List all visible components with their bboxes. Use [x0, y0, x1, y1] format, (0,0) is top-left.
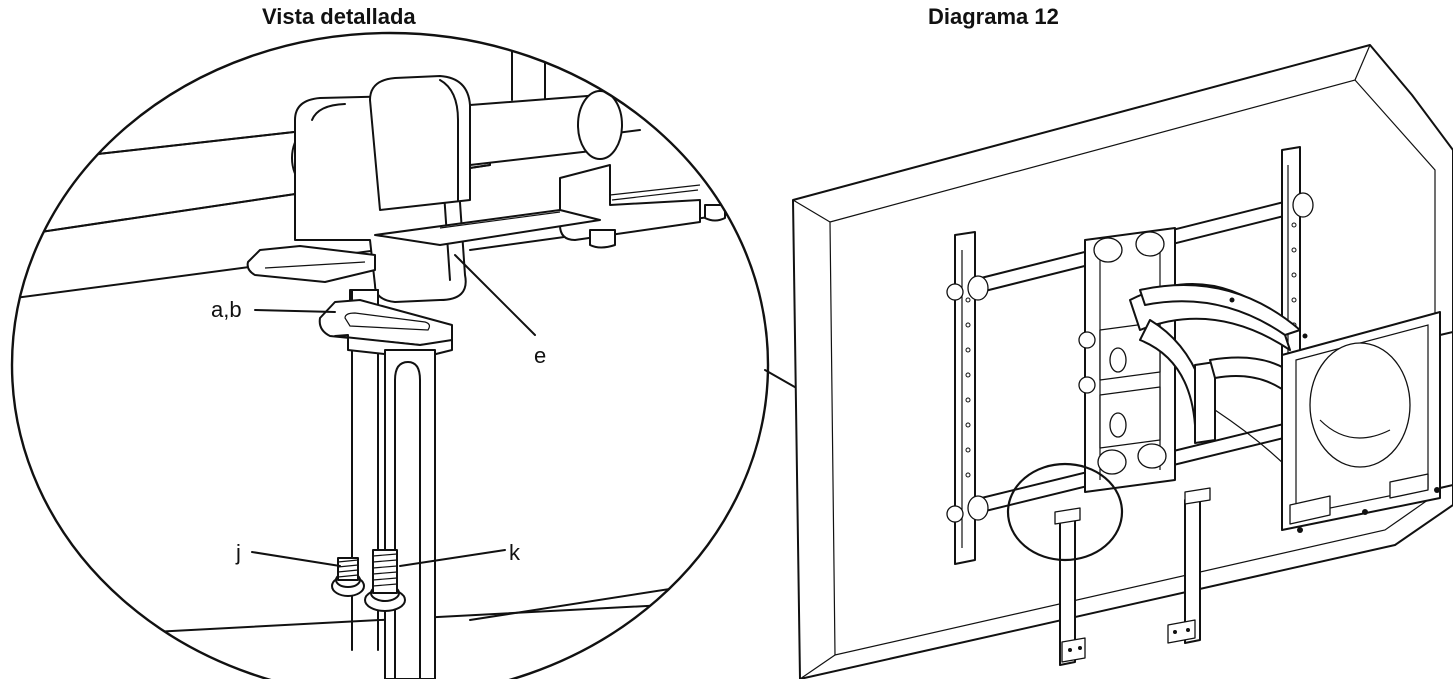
- detail-highlight-circle: [1006, 462, 1124, 562]
- tv-mount-diagram: [792, 44, 1453, 679]
- detail-view-title: Vista detallada: [262, 4, 416, 29]
- callout-j: j: [235, 540, 241, 565]
- detail-view: e a,b j k: [10, 31, 770, 679]
- callout-k: k: [509, 540, 521, 565]
- callout-e: e: [534, 343, 546, 368]
- diagram-title: Diagrama 12: [928, 4, 1059, 29]
- callout-a-b: a,b: [211, 297, 242, 322]
